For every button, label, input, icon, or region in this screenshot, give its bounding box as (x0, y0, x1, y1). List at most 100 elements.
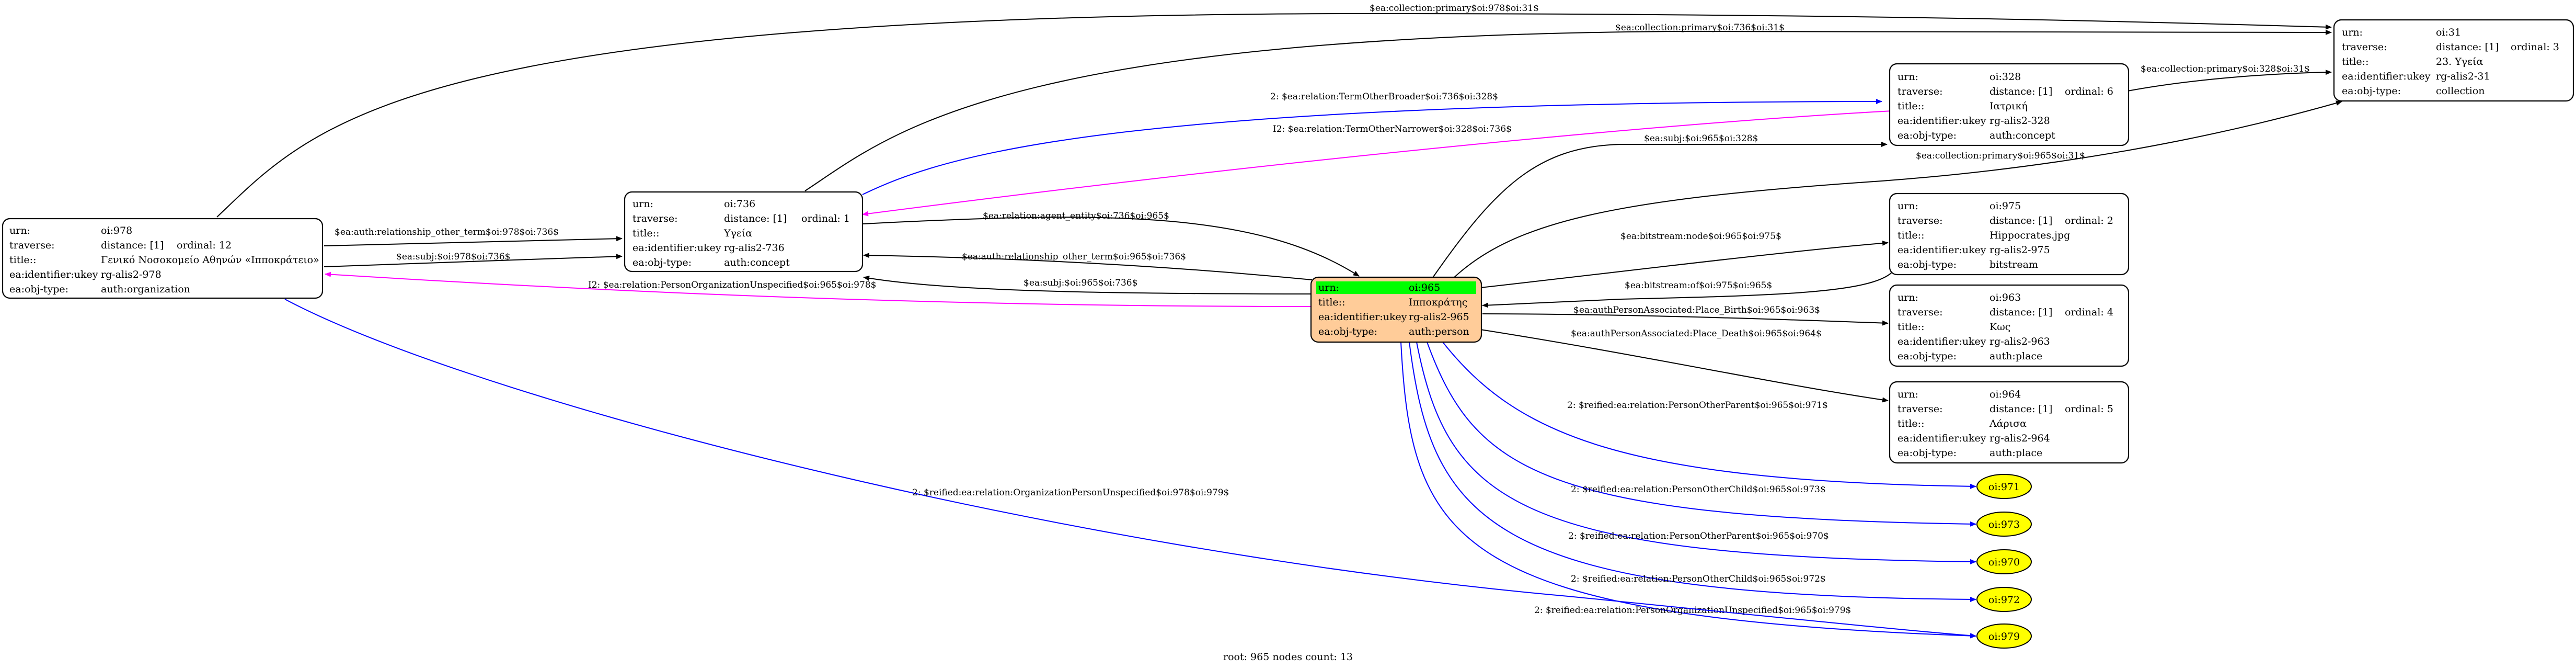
edge-965-972[interactable]: 2: $reified:ea:relation:PersonOtherChild… (1409, 342, 1976, 602)
field-value: Ιατρική (1990, 100, 2028, 112)
edge-965-970[interactable]: 2: $reified:ea:relation:PersonOtherParen… (1416, 342, 1976, 564)
field-value: distance: [1] (101, 240, 164, 251)
edge-965-978-orgunspec[interactable]: I2: $ea:relation:PersonOrganizationUnspe… (325, 271, 1313, 307)
edge-965-31[interactable]: $ea:collection:primary$oi:965$oi:31$ (1453, 100, 2342, 279)
field-value: auth:concept (1990, 130, 2055, 141)
field-value: rg-alis2-964 (1990, 433, 2050, 444)
node-label: oi:973 (1988, 519, 2020, 530)
field-key: title:: (1898, 230, 1924, 241)
field-key: traverse: (1898, 307, 1943, 318)
node-oi-979[interactable]: oi:979 (1976, 623, 2032, 649)
field-value: oi:978 (101, 225, 132, 236)
field-key: urn: (2342, 27, 2363, 38)
field-value: distance: [1] (1990, 86, 2052, 97)
field-value: distance: [1] (2436, 41, 2499, 53)
edge-label: 2: $reified:ea:relation:PersonOtherChild… (1571, 484, 1826, 495)
field-value: Λάρισα (1989, 418, 2027, 429)
field-value: Υγεία (723, 228, 752, 239)
graph-footer: root: 965 nodes count: 13 (1223, 651, 1353, 663)
field-extra: ordinal: 3 (2511, 41, 2559, 53)
field-key: traverse: (1898, 86, 1943, 97)
edge-label: $ea:collection:primary$oi:736$oi:31$ (1615, 22, 1785, 33)
field-value: oi:964 (1990, 389, 2021, 400)
edge-965-979[interactable]: 2: $reified:ea:relation:PersonOrganizati… (1400, 342, 1976, 639)
edge-965-963-birth[interactable]: $ea:authPersonAssociated:Place_Birth$oi:… (1482, 305, 1889, 326)
edge-736-965-agent[interactable]: $ea:relation:agent_entity$oi:736$oi:965$ (862, 211, 1360, 277)
field-extra: ordinal: 1 (801, 213, 850, 224)
node-oi-736[interactable]: urn: oi:736 traverse: distance: [1] ordi… (624, 191, 864, 273)
edge-978-979[interactable]: 2: $reified:ea:relation:OrganizationPers… (284, 299, 1976, 639)
field-key: title:: (2342, 56, 2368, 67)
field-value: rg-alis2-328 (1990, 115, 2050, 127)
edge-965-736-rel[interactable]: $ea:auth:relationship_other_term$oi:965$… (863, 252, 1313, 280)
field-value: Κως (1990, 321, 2010, 333)
node-oi-31[interactable]: urn: oi:31 traverse: distance: [1] ordin… (2333, 19, 2574, 102)
node-oi-970[interactable]: oi:970 (1976, 549, 2032, 574)
node-oi-328[interactable]: urn: oi:328 traverse: distance: [1] ordi… (1889, 63, 2130, 146)
edge-label: $ea:bitstream:node$oi:965$oi:975$ (1620, 231, 1781, 242)
field-key: ea:identifier:ukey (632, 242, 721, 254)
field-key: ea:obj-type: (1318, 326, 1377, 337)
field-value: 23. Υγεία (2436, 56, 2483, 67)
field-key: traverse: (632, 213, 678, 224)
field-key: ea:obj-type: (632, 257, 692, 268)
edge-978-736-subj[interactable]: $ea:subj:$oi:978$oi:736$ (324, 252, 623, 267)
edge-label: 2: $ea:relation:TermOtherBroader$oi:736$… (1270, 92, 1498, 102)
edge-328-31[interactable]: $ea:collection:primary$oi:328$oi:31$ (2127, 64, 2332, 92)
edge-975-965-of[interactable]: $ea:bitstream:of$oi:975$oi:965$ (1482, 271, 1893, 308)
field-value: distance: [1] (1990, 307, 2052, 318)
field-value: auth:person (1409, 326, 1469, 337)
field-value: oi:736 (724, 198, 755, 210)
node-label: oi:972 (1988, 594, 2020, 606)
node-label: oi:970 (1988, 557, 2020, 568)
node-oi-973[interactable]: oi:973 (1976, 512, 2032, 537)
field-key: ea:identifier:ukey (1898, 336, 1986, 347)
edge-965-973[interactable]: 2: $reified:ea:relation:PersonOtherChild… (1427, 342, 1976, 527)
edge-978-31[interactable]: $ea:collection:primary$oi:978$oi:31$ (216, 3, 2332, 218)
node-oi-971[interactable]: oi:971 (1976, 474, 2032, 499)
field-value: oi:975 (1990, 200, 2021, 212)
field-key: urn: (1898, 71, 1918, 83)
node-oi-965[interactable]: urn: oi:965 title:: Ιπποκράτης ea:identi… (1310, 276, 1482, 343)
field-key: urn: (1318, 282, 1339, 293)
field-key: title:: (1898, 321, 1924, 333)
node-oi-975[interactable]: urn: oi:975 traverse: distance: [1] ordi… (1889, 192, 2130, 276)
field-key: urn: (1898, 292, 1918, 303)
field-key: ea:identifier:ukey (1318, 311, 1407, 323)
node-oi-972[interactable]: oi:972 (1976, 587, 2032, 612)
edge-965-328-subj[interactable]: $ea:subj:$oi:965$oi:328$ (1432, 133, 1888, 279)
field-value: Ιπποκράτης (1409, 297, 1467, 308)
node-oi-963[interactable]: urn: oi:963 traverse: distance: [1] ordi… (1889, 284, 2130, 367)
edge-label: 2: $reified:ea:relation:PersonOrganizati… (1534, 605, 1851, 616)
edge-label: $ea:collection:primary$oi:978$oi:31$ (1370, 3, 1539, 14)
node-oi-964[interactable]: urn: oi:964 traverse: distance: [1] ordi… (1889, 381, 2130, 464)
field-value: rg-alis2-963 (1990, 336, 2050, 347)
field-key: ea:obj-type: (1898, 350, 1957, 362)
node-oi-978[interactable]: urn: oi:978 traverse: distance: [1] ordi… (2, 218, 324, 299)
field-key: traverse: (2342, 41, 2387, 53)
edge-label: $ea:relation:agent_entity$oi:736$oi:965$ (983, 211, 1169, 221)
field-extra: ordinal: 2 (2065, 215, 2113, 226)
node-label: oi:979 (1988, 631, 2020, 642)
edge-328-736-narrower[interactable]: I2: $ea:relation:TermOtherNarrower$oi:32… (862, 110, 1893, 217)
field-value: oi:31 (2436, 27, 2461, 38)
edge-736-328-broader[interactable]: 2: $ea:relation:TermOtherBroader$oi:736$… (862, 92, 1882, 195)
field-value: distance: [1] (1990, 403, 2052, 415)
field-key: title:: (1898, 418, 1924, 429)
edge-965-964-death[interactable]: $ea:authPersonAssociated:Place_Death$oi:… (1480, 328, 1889, 403)
edge-978-736-rel[interactable]: $ea:auth:relationship_other_term$oi:978$… (324, 227, 623, 246)
edge-965-975-node[interactable]: $ea:bitstream:node$oi:965$oi:975$ (1480, 231, 1889, 288)
field-extra: ordinal: 12 (177, 240, 232, 251)
field-key: ea:identifier:ukey (2342, 71, 2431, 82)
field-value: auth:place (1990, 350, 2042, 362)
edge-label: $ea:authPersonAssociated:Place_Birth$oi:… (1573, 305, 1820, 315)
edge-965-736-subj[interactable]: $ea:subj:$oi:965$oi:736$ (863, 275, 1313, 294)
edge-label: $ea:subj:$oi:965$oi:328$ (1644, 133, 1758, 144)
edge-965-971[interactable]: 2: $reified:ea:relation:PersonOtherParen… (1442, 342, 1976, 489)
edge-label: $ea:subj:$oi:965$oi:736$ (1024, 278, 1137, 288)
field-key: ea:identifier:ukey (9, 269, 98, 280)
field-value: rg-alis2-965 (1409, 311, 1469, 323)
field-key: urn: (632, 198, 653, 210)
edge-label: 2: $reified:ea:relation:OrganizationPers… (912, 487, 1229, 498)
edge-label: I2: $ea:relation:PersonOrganizationUnspe… (588, 280, 876, 290)
